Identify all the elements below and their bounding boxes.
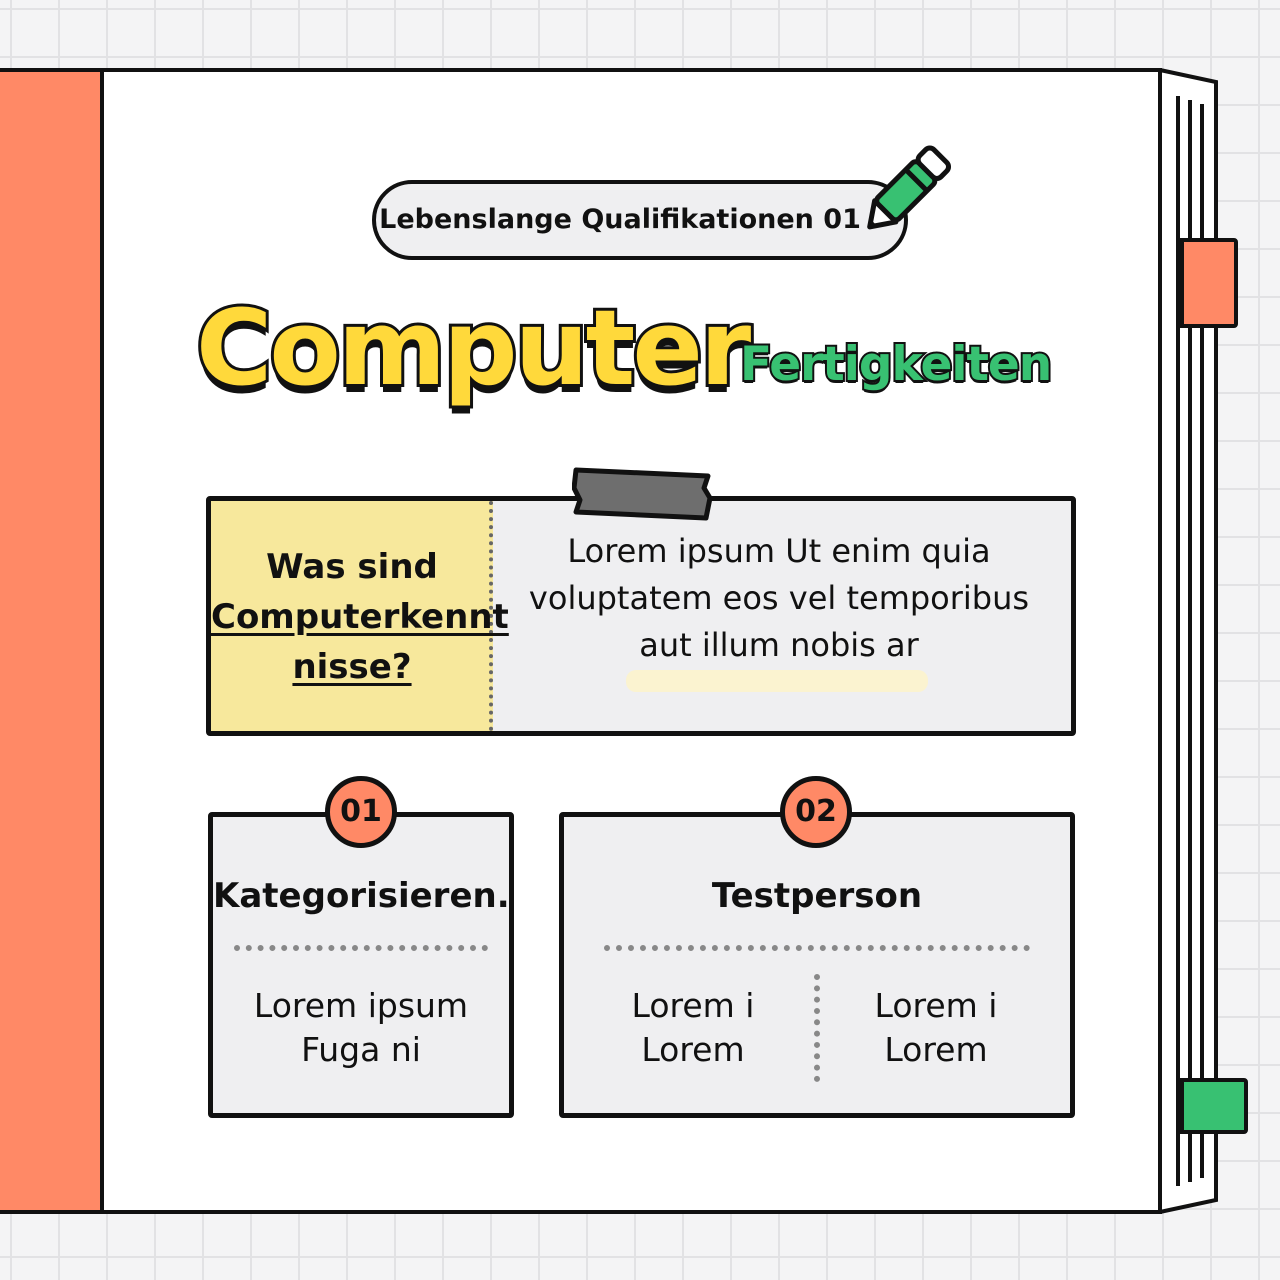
feature-card-1	[208, 812, 514, 1118]
pencil-icon	[867, 145, 952, 230]
card-body-1-line2: Fuga ni	[301, 1030, 421, 1069]
card-body-2-col2: Lorem i Lorem	[843, 984, 1029, 1072]
bookmark-tab-green[interactable]	[1180, 1078, 1248, 1134]
page-edges	[1158, 68, 1248, 1214]
card-body-1: Lorem ipsum Fuga ni	[213, 984, 509, 1072]
card-body-2-col1-line2: Lorem	[641, 1030, 745, 1069]
intro-text: Lorem ipsum Ut enim quia voluptatem eos …	[528, 532, 1030, 664]
tape-icon	[572, 467, 712, 521]
card-divider-2	[604, 945, 1030, 951]
intro-question-panel	[211, 501, 493, 731]
intro-question-line3: nisse?	[292, 647, 412, 687]
intro-question: Was sind Computerkennt nisse?	[211, 542, 509, 692]
subtitle-pill-label: Lebenslange Qualifikationen 01	[379, 204, 861, 235]
card-body-1-line1: Lorem ipsum	[253, 986, 469, 1025]
card-body-2-col2-line2: Lorem	[884, 1030, 988, 1069]
intro-question-line1: Was sind	[266, 547, 438, 587]
card-body-2-col1: Lorem i Lorem	[600, 984, 786, 1072]
card-column-divider	[814, 974, 820, 1082]
card-number-badge-1: 01	[325, 776, 397, 848]
page-subtitle: Fertigkeiten	[738, 335, 1054, 394]
card-title-1: Kategorisieren.	[213, 876, 510, 916]
subtitle-pill	[372, 180, 908, 260]
card-body-2-col1-line1: Lorem i	[631, 986, 755, 1025]
page-edges-lines	[1158, 68, 1218, 1214]
page-title: Computer	[193, 284, 754, 412]
book-spine	[0, 68, 104, 1214]
bookmark-tab-orange[interactable]	[1180, 238, 1238, 328]
card-body-2-col2-line1: Lorem i	[874, 986, 998, 1025]
card-number-badge-2: 02	[780, 776, 852, 848]
intro-question-line2: Computerkennt	[211, 597, 509, 637]
card-divider-1	[234, 945, 488, 951]
text-highlight	[626, 670, 928, 692]
card-title-2: Testperson	[711, 876, 923, 916]
